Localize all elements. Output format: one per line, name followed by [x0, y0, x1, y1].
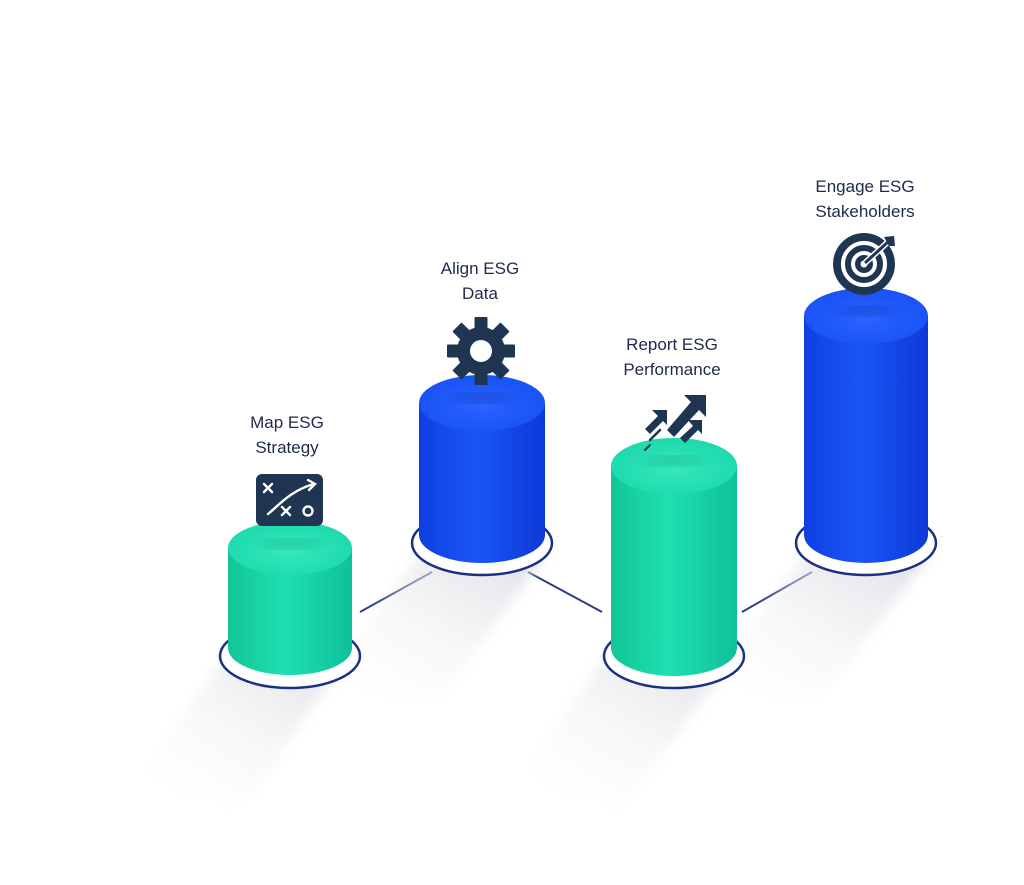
step-label-report-performance: Report ESG Performance	[582, 332, 762, 382]
cylinder-map-strategy	[218, 521, 362, 690]
step-label-line: Performance	[623, 360, 721, 379]
step-label-engage-stakeholders: Engage ESG Stakeholders	[775, 174, 955, 224]
cylinder-shadow	[310, 555, 545, 700]
rising-arrows-icon	[644, 395, 706, 451]
step-label-line: Stakeholders	[815, 202, 915, 221]
cylinder-shadow	[690, 555, 930, 700]
step-label-line: Strategy	[255, 438, 319, 457]
step-label-line: Data	[462, 284, 498, 303]
step-label-line: Engage ESG	[815, 177, 915, 196]
step-label-line: Map ESG	[250, 413, 324, 432]
connector-line	[527, 571, 603, 613]
step-label-line: Align ESG	[440, 259, 520, 278]
step-label-align-data: Align ESG Data	[390, 256, 570, 306]
strategy-board-icon	[256, 474, 323, 526]
cylinder-report-performance	[602, 438, 746, 690]
step-label-map-strategy: Map ESG Strategy	[197, 410, 377, 460]
gear-icon	[447, 317, 515, 385]
step-label-line: Report ESG	[626, 335, 718, 354]
cylinder-align-data	[410, 375, 554, 577]
cylinder-engage-stakeholders	[794, 288, 938, 577]
target-icon	[833, 233, 895, 295]
